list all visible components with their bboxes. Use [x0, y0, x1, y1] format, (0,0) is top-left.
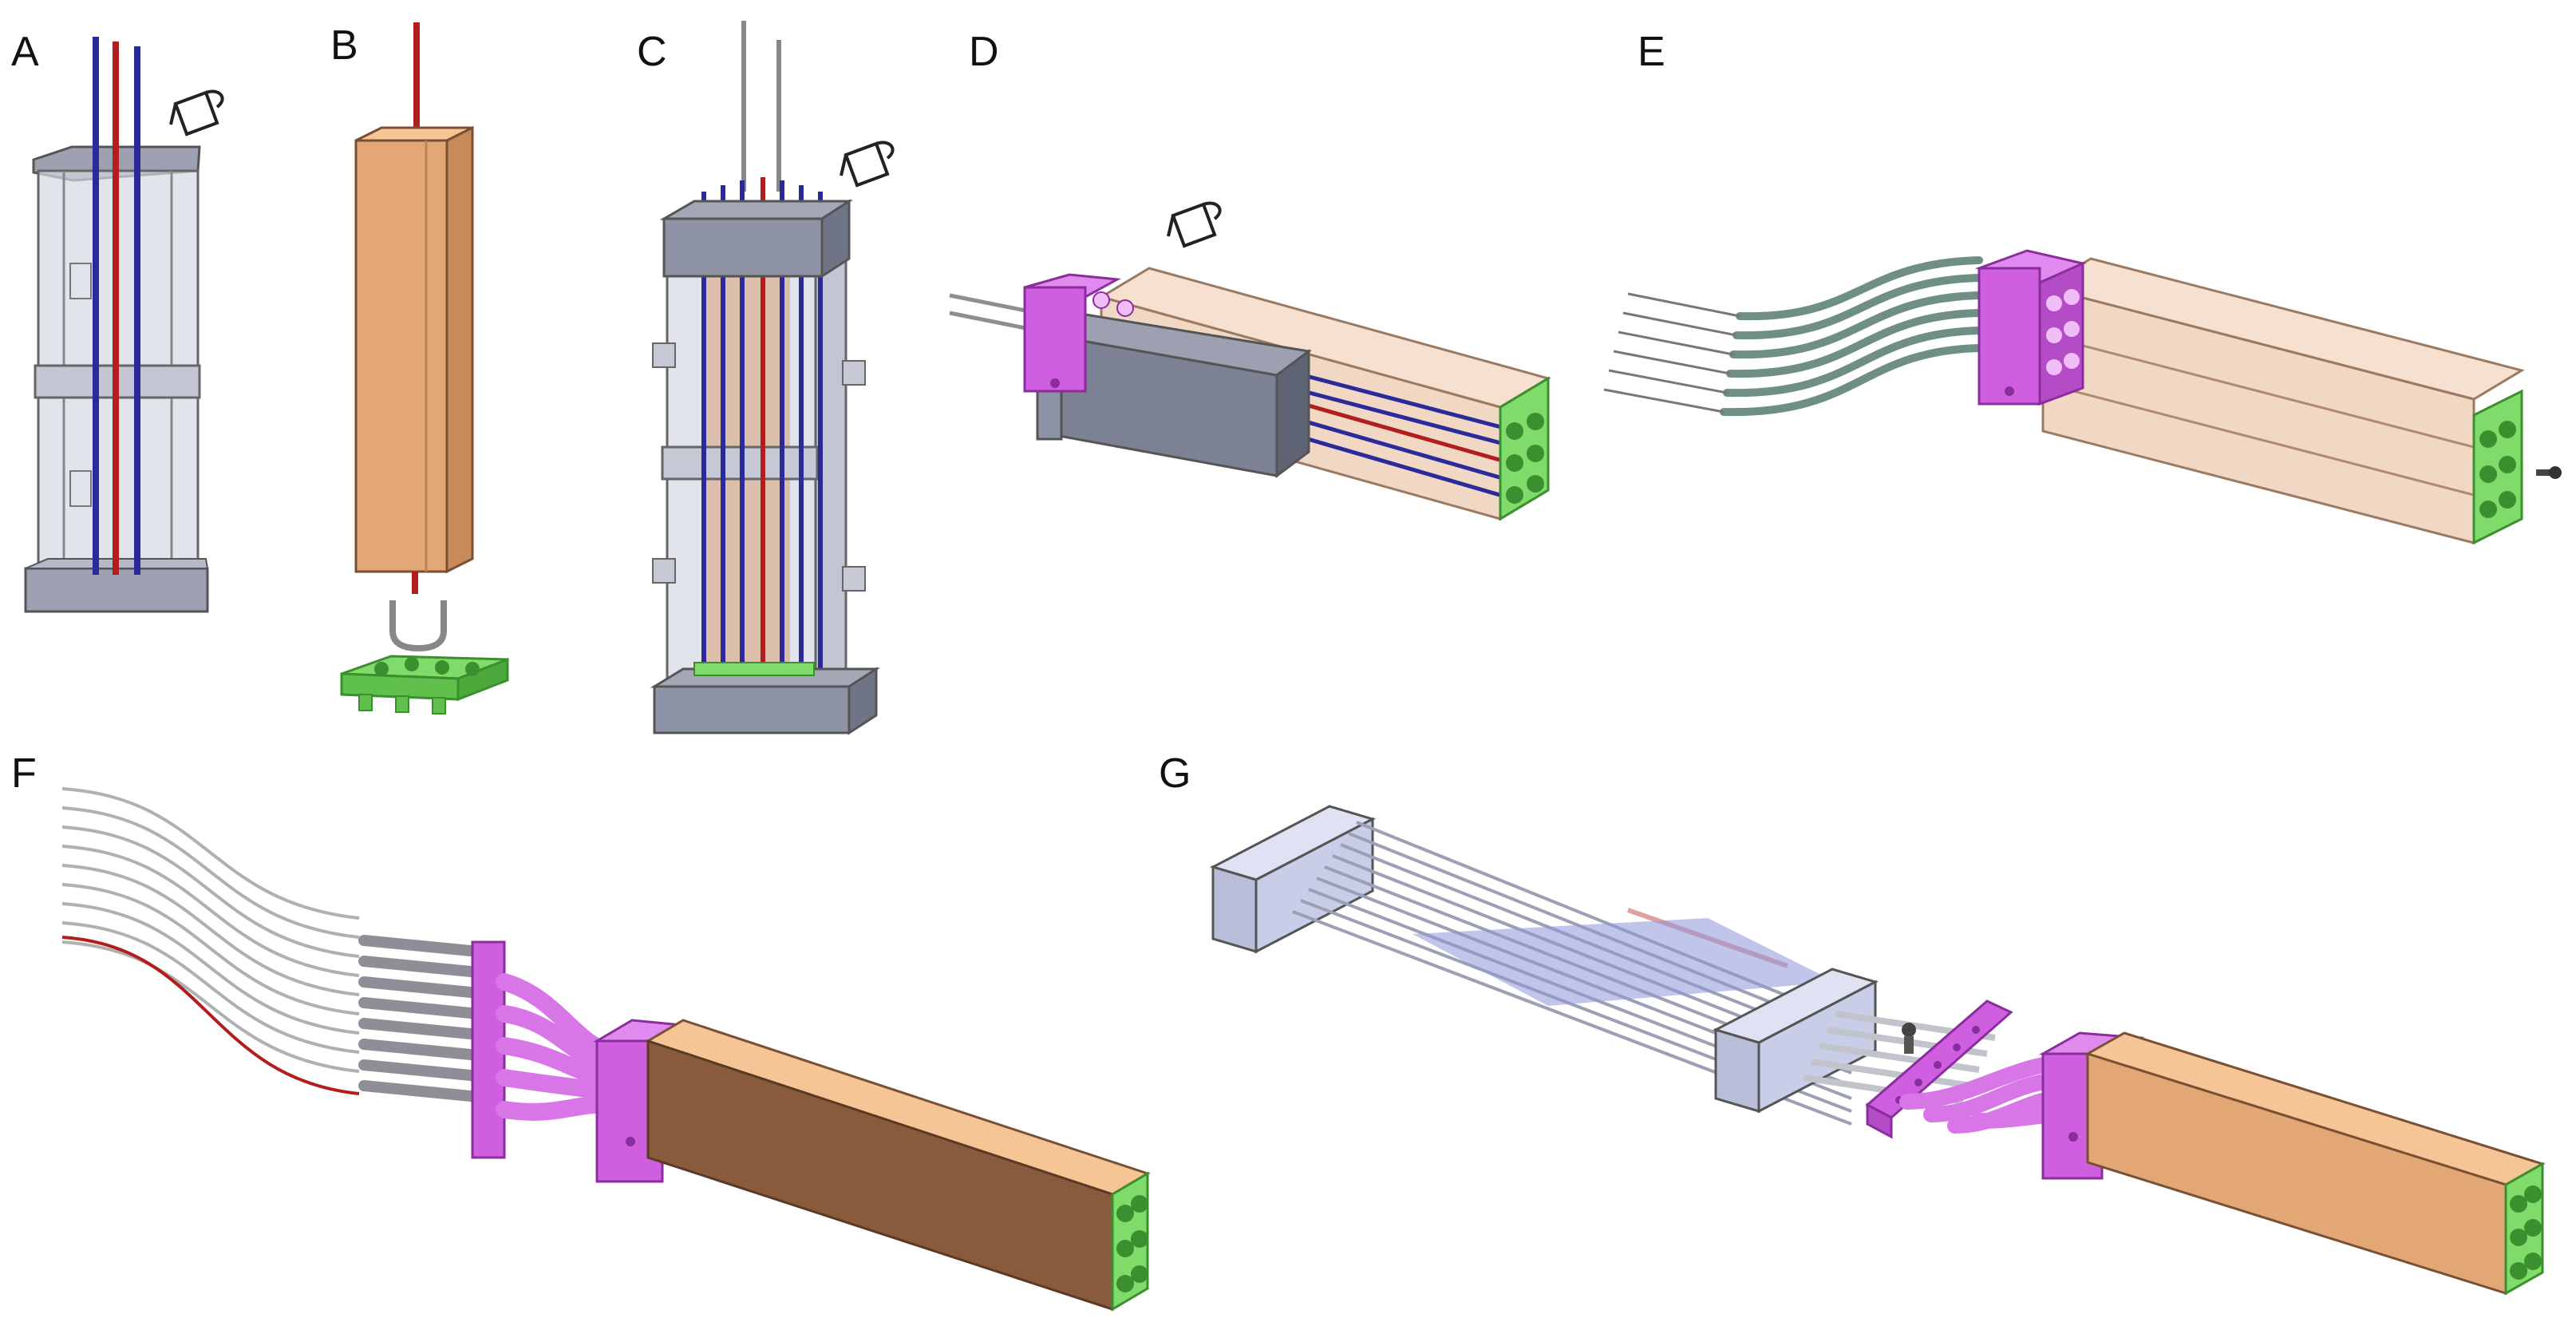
wood-f-front [646, 1039, 1114, 1312]
panel-label-b: B [330, 22, 358, 69]
screw-icon-g [1902, 1023, 1916, 1054]
tubes-e [1720, 256, 1983, 417]
rail-g-middle [1714, 1027, 1760, 1114]
pour-icon-c [840, 141, 895, 188]
panel-label-e: E [1638, 29, 1665, 75]
panel-c: C [637, 21, 895, 735]
panel-a: A [11, 29, 224, 613]
wires-f [61, 787, 360, 1095]
pour-icon [169, 89, 224, 137]
panel-label-d: D [969, 29, 999, 75]
u-clip-icon [389, 600, 447, 652]
panel-b: B [330, 22, 509, 714]
frame-c-base [653, 685, 851, 734]
frame-c-top-cap [659, 200, 854, 220]
blue-band-g [1412, 918, 1835, 1006]
steel-tubes-f [358, 935, 484, 1102]
frame-a-base [24, 567, 209, 613]
panel-label-f: F [11, 750, 37, 797]
panel-label-a: A [11, 29, 39, 75]
pour-icon-d [1167, 201, 1222, 248]
panel-label-g: G [1159, 750, 1191, 797]
block-b-front [354, 139, 448, 573]
block-b-side [445, 125, 474, 574]
panel-g: G [1159, 750, 2546, 1296]
panel-e: E [1603, 29, 2562, 545]
panel-f: F [11, 750, 1151, 1312]
panel-d: D [949, 29, 1551, 521]
rail-g-left [1211, 865, 1258, 954]
screw-icon [2536, 466, 2562, 479]
panel-label-c: C [637, 29, 667, 75]
